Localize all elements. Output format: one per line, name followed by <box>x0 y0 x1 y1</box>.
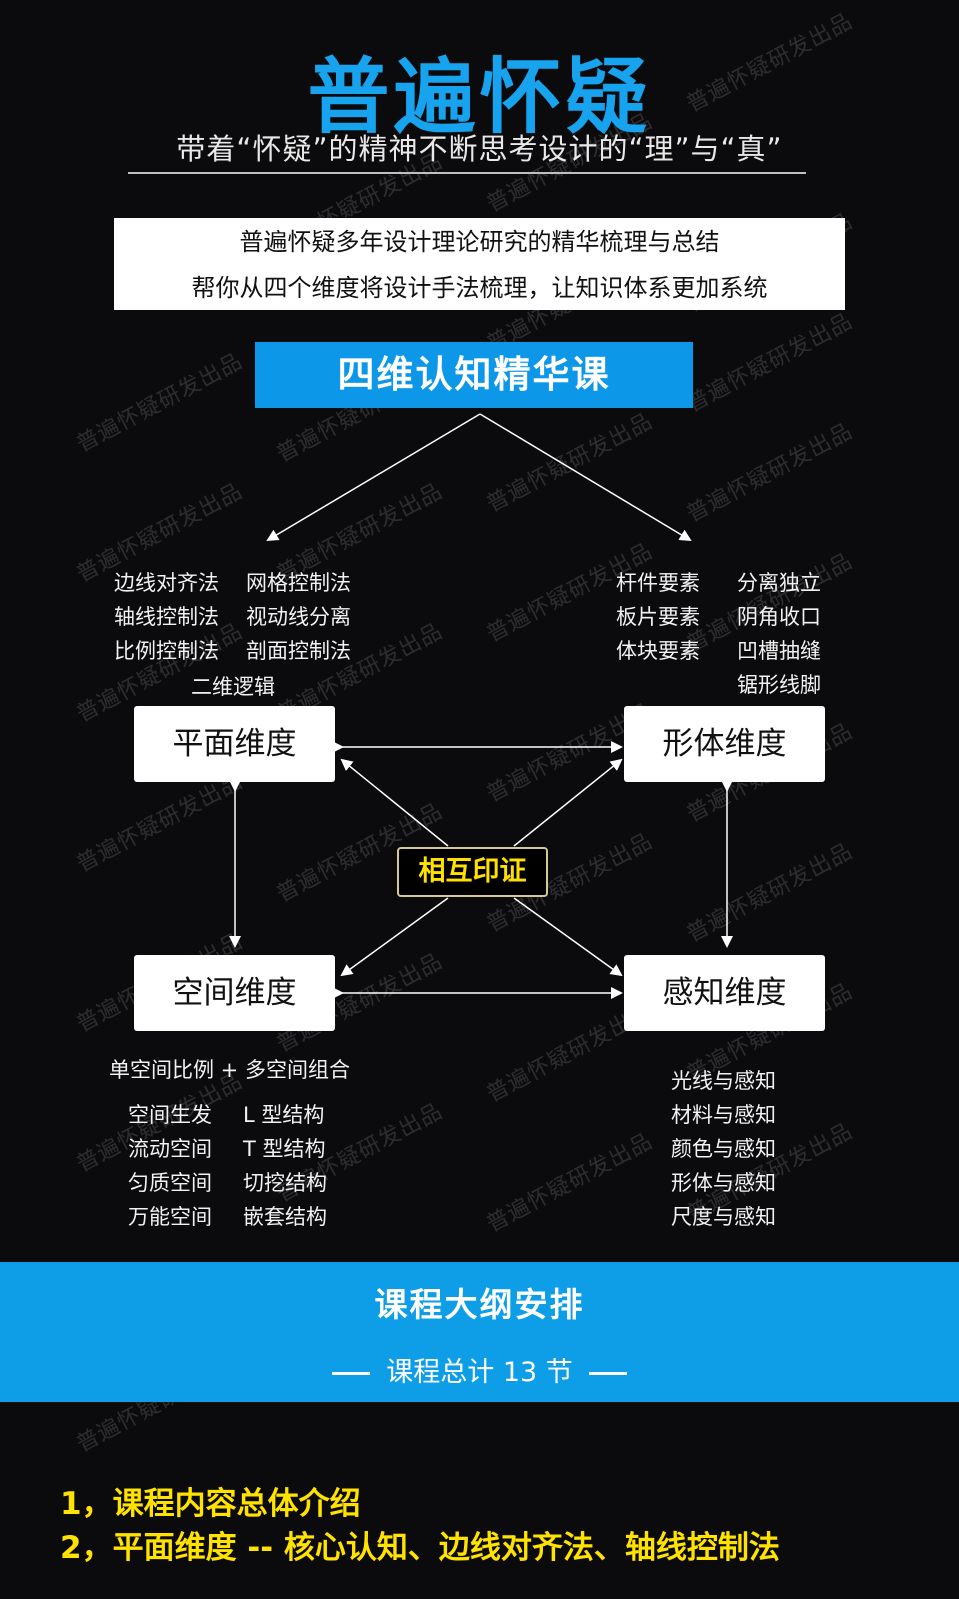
intro-line-1: 普遍怀疑多年设计理论研究的精华梳理与总结 <box>239 228 720 256</box>
outline-band <box>0 1262 959 1402</box>
outline-total: 课程总计 13 节 <box>0 1350 959 1389</box>
arrow-badge-plane <box>340 758 449 847</box>
space-structure: T 型结构 <box>243 1137 326 1161</box>
arrow-banner-to-left <box>266 413 481 542</box>
plane-dimension-box: 平面维度 <box>134 706 335 782</box>
arrow-banner-to-right <box>479 413 692 542</box>
page-title: 普遍怀疑 <box>307 50 652 145</box>
space-item: 空间生发 <box>128 1103 212 1127</box>
perception-item: 形体与感知 <box>671 1171 776 1195</box>
space-item: 万能空间 <box>128 1205 212 1229</box>
intro-line-2: 帮你从四个维度将设计手法梳理，让知识体系更加系统 <box>191 274 768 302</box>
plane-method: 剖面控制法 <box>246 639 351 663</box>
subtitle-divider <box>128 172 806 174</box>
form-element: 板片要素 <box>616 605 700 629</box>
perception-item: 尺度与感知 <box>671 1205 776 1229</box>
form-element: 体块要素 <box>616 639 700 663</box>
form-technique: 锯形线脚 <box>737 673 821 697</box>
form-technique: 分离独立 <box>737 571 821 595</box>
plane-method: 边线对齐法 <box>114 571 219 595</box>
space-structure: L 型结构 <box>243 1103 325 1127</box>
dash-left <box>332 1372 371 1375</box>
form-dimension-box: 形体维度 <box>624 706 825 782</box>
space-structure: 嵌套结构 <box>243 1205 327 1229</box>
lesson-item: 2，平面维度 -- 核心认知、边线对齐法、轴线控制法 <box>60 1530 780 1566</box>
outline-total-text: 课程总计 13 节 <box>386 1357 573 1388</box>
page-subtitle: 带着“怀疑”的精神不断思考设计的“理”与“真” <box>176 132 783 166</box>
plane-method: 比例控制法 <box>114 639 219 663</box>
plane-method: 视动线分离 <box>246 605 351 629</box>
perception-dimension-box: 感知维度 <box>624 955 825 1031</box>
space-dimension-box: 空间维度 <box>134 955 335 1031</box>
perception-item: 材料与感知 <box>671 1103 776 1127</box>
space-structure: 切挖结构 <box>243 1171 327 1195</box>
space-item: 流动空间 <box>128 1137 212 1161</box>
plane-footer: 二维逻辑 <box>191 675 275 699</box>
dash-right <box>588 1372 627 1375</box>
intro-box: 普遍怀疑多年设计理论研究的精华梳理与总结 帮你从四个维度将设计手法梳理，让知识体… <box>114 218 845 310</box>
space-header: 单空间比例 + 多空间组合 <box>109 1058 350 1082</box>
form-technique: 阴角收口 <box>737 605 821 629</box>
arrow-badge-perception <box>513 897 623 977</box>
arrow-badge-space <box>340 897 449 977</box>
mutual-verification-badge: 相互印证 <box>397 847 548 897</box>
space-item: 匀质空间 <box>128 1171 212 1195</box>
arrow-badge-form <box>513 758 623 847</box>
perception-item: 光线与感知 <box>671 1069 776 1093</box>
lesson-item: 1，课程内容总体介绍 <box>60 1486 361 1522</box>
form-element: 杆件要素 <box>616 571 700 595</box>
perception-item: 颜色与感知 <box>671 1137 776 1161</box>
outline-title: 课程大纲安排 <box>374 1285 585 1324</box>
course-banner: 四维认知精华课 <box>255 342 693 408</box>
plane-method: 网格控制法 <box>246 571 351 595</box>
form-technique: 凹槽抽缝 <box>737 639 821 663</box>
plane-method: 轴线控制法 <box>114 605 219 629</box>
